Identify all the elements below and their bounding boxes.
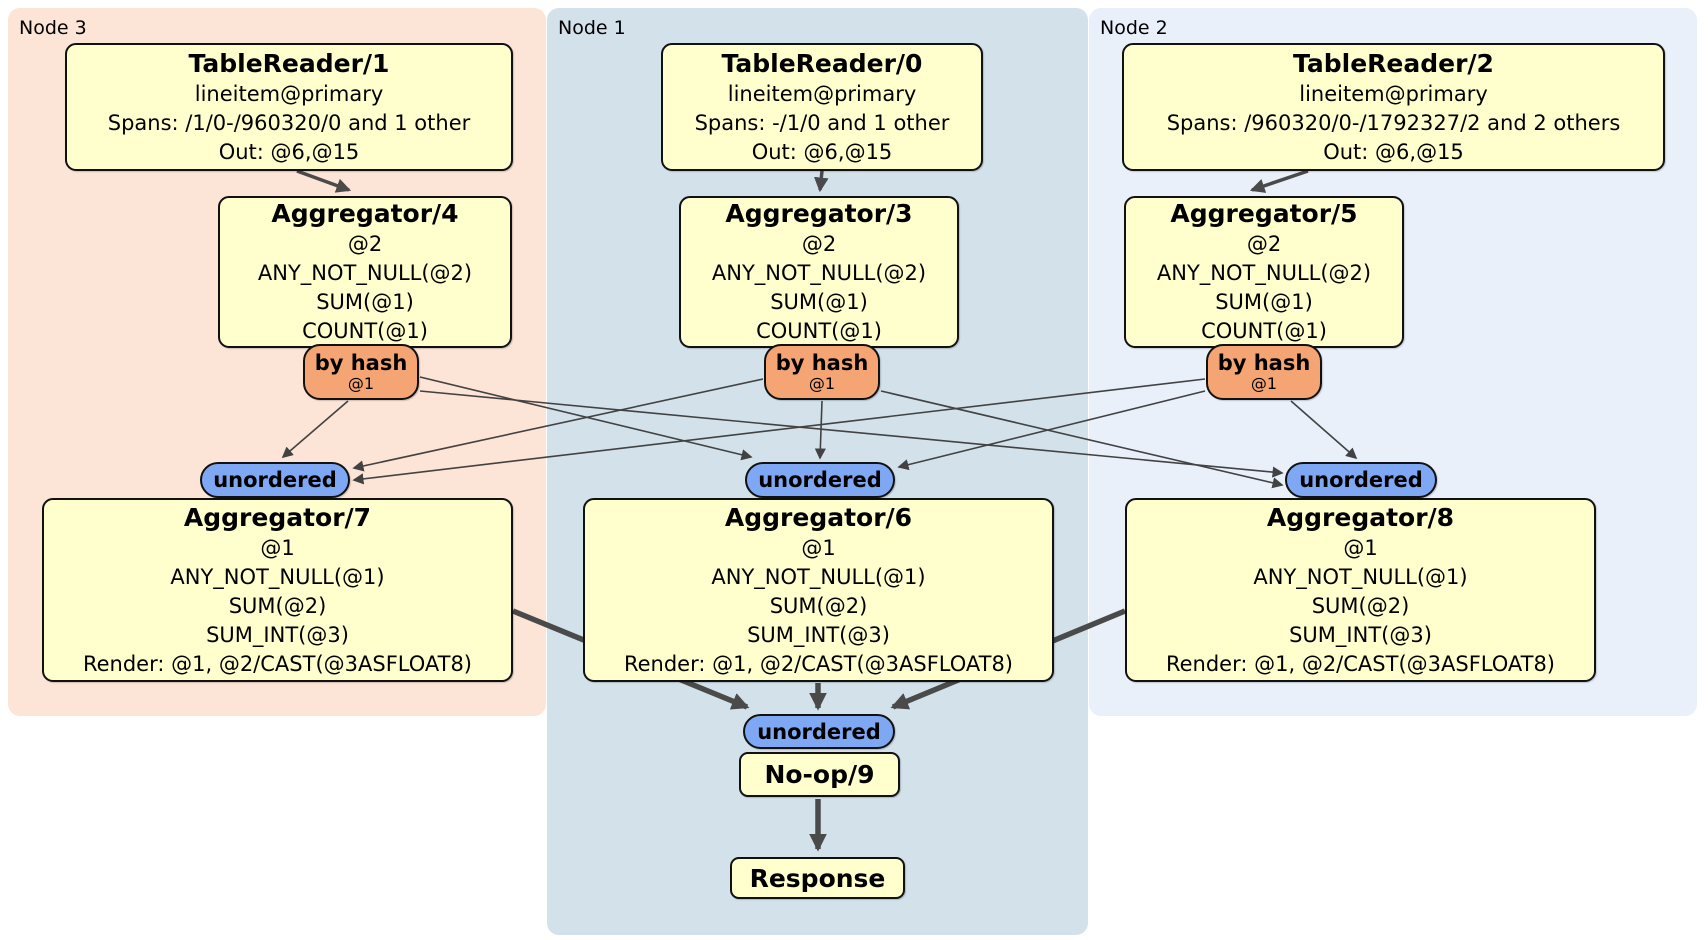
edge-hash3-sync3 xyxy=(281,400,349,459)
box-line: Out: @6,@15 xyxy=(1323,139,1464,164)
unordered-sync-pill: unordered xyxy=(200,462,350,498)
box-line: @1 xyxy=(801,535,836,560)
box-title: Aggregator/3 xyxy=(725,199,913,228)
box-line: @1 xyxy=(260,535,295,560)
box-line: Spans: /1/0-/960320/0 and 1 other xyxy=(107,110,471,135)
box-line: ANY_NOT_NULL(@2) xyxy=(1156,261,1372,285)
box-title: TableReader/1 xyxy=(188,48,390,78)
router-label: by hash xyxy=(1217,351,1311,375)
table-reader-box: TableReader/1 lineitem@primary Spans: /1… xyxy=(65,43,513,171)
box-line: @1 xyxy=(1343,535,1378,560)
edge-hash1-sync3 xyxy=(352,378,764,472)
noop-box: No-op/9 xyxy=(739,752,900,797)
box-line: lineitem@primary xyxy=(1299,81,1488,106)
edge-hash3-sync2 xyxy=(419,390,1284,478)
edge-hash1-sync1 xyxy=(814,400,826,460)
aggregator-box: Aggregator/5 @2 ANY_NOT_NULL(@2) SUM(@1)… xyxy=(1124,196,1404,348)
edge-tr0-agg3 xyxy=(813,170,829,193)
edge-hash2-sync2 xyxy=(1290,400,1358,460)
router-key: @1 xyxy=(347,374,375,393)
box-line: Render: @1, @2/CAST(@3ASFLOAT8) xyxy=(1165,651,1556,676)
table-reader-box: TableReader/2 lineitem@primary Spans: /9… xyxy=(1122,43,1665,171)
box-line: SUM(@1) xyxy=(770,290,868,314)
box-line: SUM_INT(@3) xyxy=(206,622,349,647)
box-line: COUNT(@1) xyxy=(1201,319,1327,343)
aggregator-box: Aggregator/4 @2 ANY_NOT_NULL(@2) SUM(@1)… xyxy=(218,196,512,348)
aggregator-box: Aggregator/7 @1 ANY_NOT_NULL(@1) SUM(@2)… xyxy=(42,498,513,682)
aggregator-box: Aggregator/3 @2 ANY_NOT_NULL(@2) SUM(@1)… xyxy=(679,196,959,348)
box-line: Spans: /960320/0-/1792327/2 and 2 others xyxy=(1166,110,1621,135)
hash-router-pill: by hash @1 xyxy=(303,344,419,400)
box-line: SUM(@1) xyxy=(1215,290,1313,314)
edge-tr1-agg4 xyxy=(296,169,352,193)
box-line: SUM(@2) xyxy=(228,593,327,618)
unordered-sync-pill: unordered xyxy=(745,462,895,498)
box-title: Aggregator/6 xyxy=(724,502,913,532)
router-key: @1 xyxy=(808,374,836,393)
box-line: COUNT(@1) xyxy=(756,319,882,343)
aggregator-box: Aggregator/8 @1 ANY_NOT_NULL(@1) SUM(@2)… xyxy=(1125,498,1596,682)
box-line: SUM_INT(@3) xyxy=(1289,622,1432,647)
unordered-sync-pill: unordered xyxy=(1285,462,1437,498)
box-line: SUM(@2) xyxy=(769,593,868,618)
region-label: Node 1 xyxy=(558,17,626,39)
box-line: SUM(@2) xyxy=(1311,593,1410,618)
hash-router-pill: by hash @1 xyxy=(764,344,880,400)
router-label: by hash xyxy=(775,351,869,375)
box-line: Render: @1, @2/CAST(@3ASFLOAT8) xyxy=(82,651,473,676)
edge-hash2-sync3 xyxy=(352,378,1206,485)
box-line: SUM_INT(@3) xyxy=(747,622,890,647)
edge-tr2-agg5 xyxy=(1249,169,1309,193)
response-box: Response xyxy=(730,857,905,899)
box-title: TableReader/2 xyxy=(1293,48,1494,78)
unordered-sync-pill: unordered xyxy=(743,714,895,749)
box-title: Aggregator/4 xyxy=(271,199,459,228)
box-line: ANY_NOT_NULL(@1) xyxy=(711,564,926,589)
box-line: @2 xyxy=(1246,232,1282,256)
box-title: TableReader/0 xyxy=(721,48,923,78)
hash-router-pill: by hash @1 xyxy=(1206,344,1322,400)
region-label: Node 3 xyxy=(19,17,87,39)
edge-hash2-sync1 xyxy=(897,390,1206,471)
box-line: Render: @1, @2/CAST(@3ASFLOAT8) xyxy=(623,651,1014,676)
box-line: @2 xyxy=(347,232,383,256)
box-line: lineitem@primary xyxy=(194,81,384,106)
box-line: ANY_NOT_NULL(@1) xyxy=(170,564,385,589)
router-key: @1 xyxy=(1250,374,1278,393)
table-reader-box: TableReader/0 lineitem@primary Spans: -/… xyxy=(661,43,983,171)
box-line: lineitem@primary xyxy=(727,81,917,106)
box-line: SUM(@1) xyxy=(316,290,414,314)
box-line: ANY_NOT_NULL(@2) xyxy=(257,261,473,285)
box-line: COUNT(@1) xyxy=(302,319,428,343)
box-line: Out: @6,@15 xyxy=(751,139,893,164)
edge-hash1-sync2 xyxy=(880,390,1284,489)
aggregator-box: Aggregator/6 @1 ANY_NOT_NULL(@1) SUM(@2)… xyxy=(583,498,1054,682)
box-line: @2 xyxy=(801,232,837,256)
box-line: ANY_NOT_NULL(@1) xyxy=(1253,564,1468,589)
router-label: by hash xyxy=(314,351,408,375)
region-label: Node 2 xyxy=(1100,17,1168,39)
box-title: Aggregator/5 xyxy=(1170,199,1358,228)
box-line: ANY_NOT_NULL(@2) xyxy=(711,261,927,285)
box-line: Spans: -/1/0 and 1 other xyxy=(694,110,950,135)
box-line: Out: @6,@15 xyxy=(218,139,360,164)
box-title: Aggregator/7 xyxy=(183,502,372,532)
box-title: Aggregator/8 xyxy=(1266,502,1455,532)
